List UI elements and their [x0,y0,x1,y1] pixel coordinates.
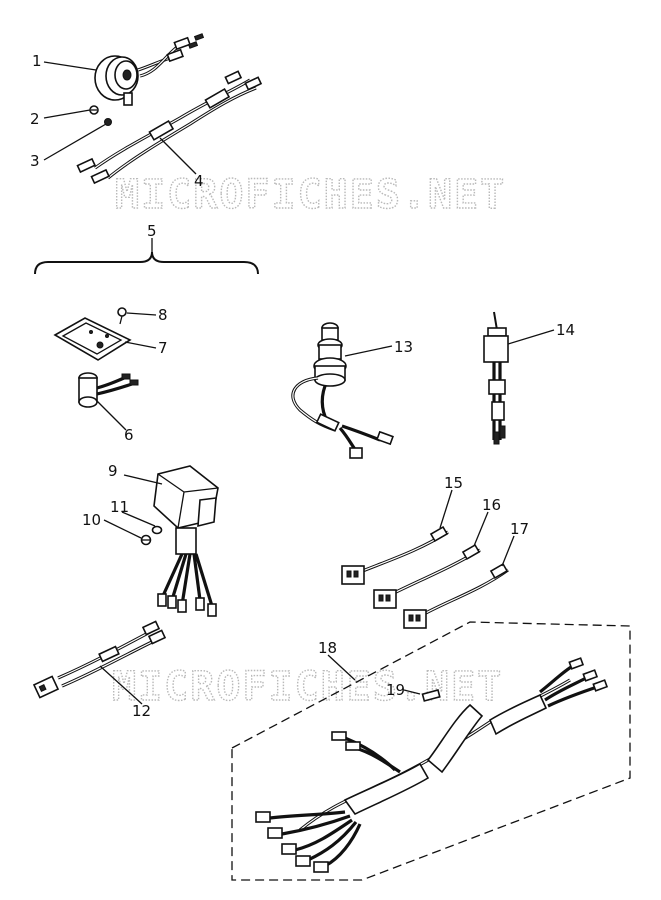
callout-12: 12 [132,702,151,720]
part-17-coupler-lead [403,562,509,629]
callout-18: 18 [318,639,337,657]
callout-13: 13 [394,338,413,356]
part-2-screw [89,105,99,115]
callout-19: 19 [386,681,405,699]
part-13-main-switch [291,322,394,459]
part-12-wire-lead [32,620,167,699]
callout-3: 3 [30,152,40,170]
part-4-wire-lead [76,70,263,185]
part-19-fuse [421,689,441,702]
callout-15: 15 [444,474,463,492]
callout-9: 9 [108,462,118,480]
harness-kit-outline [231,621,631,881]
callout-8: 8 [158,306,168,324]
part-14-toggle-switch [483,311,509,445]
part-11-washer [151,525,163,535]
callout-4: 4 [194,172,204,190]
callouts: 1 2 3 4 5 6 7 8 9 10 11 12 13 14 15 16 1… [30,52,575,720]
part-18-main-harness [255,657,609,873]
callout-2: 2 [30,110,40,128]
callout-17: 17 [510,520,529,538]
callout-6: 6 [124,426,134,444]
watermark-lower: MICROFICHES.NET [112,664,503,710]
part-3-washer [104,118,112,126]
callout-5: 5 [147,222,157,240]
callout-16: 16 [482,496,501,514]
part-9-relay-box [153,465,219,617]
callout-7: 7 [158,339,168,357]
part-10-screw [140,534,152,546]
watermark-upper: MICROFICHES.NET [115,172,506,218]
callout-11: 11 [110,498,129,516]
callout-10: 10 [82,511,101,529]
part-8-screw [117,307,127,325]
part-1-buzzer [94,33,205,106]
callout-14: 14 [556,321,575,339]
callout-1: 1 [32,52,42,70]
leader-lines [43,61,555,705]
part-15-coupler-lead [341,525,449,585]
part-6-switch [78,372,139,408]
part-16-coupler-lead [373,543,481,609]
kit-bracket-5 [34,251,259,275]
part-7-plate [53,317,132,361]
